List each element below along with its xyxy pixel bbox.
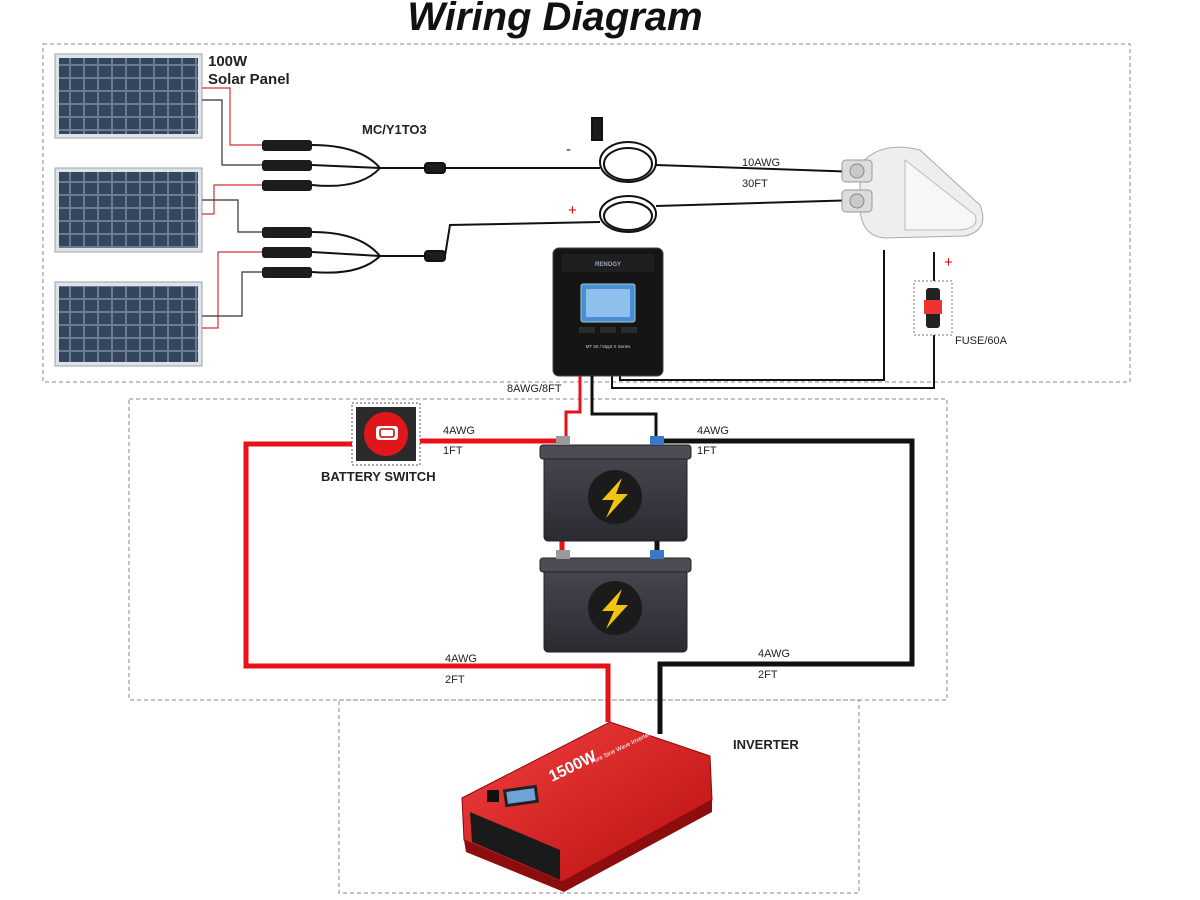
pv-cable-negative: [445, 117, 861, 183]
solar-panel-2: [54, 167, 203, 253]
pv-cable-length: 30FT: [742, 178, 768, 190]
controller-cable-label: 8AWG/8FT: [507, 383, 562, 395]
inverter-label: INVERTER: [733, 737, 799, 752]
battery-switch-label: BATTERY SWITCH: [321, 469, 436, 484]
controller-series: MT 50 / Mppt X Series: [586, 344, 631, 349]
inverter-positive-cable-length: 2FT: [445, 674, 465, 686]
inverter-positive-cable-gauge: 4AWG: [445, 653, 477, 665]
pv-cable-gauge: 10AWG: [742, 157, 780, 169]
battery-2: [539, 550, 692, 653]
fuse-positive-sign: +: [944, 254, 953, 271]
battery-switch-cable-length: 1FT: [443, 445, 463, 457]
solar-panel-3: [54, 281, 203, 367]
negative-battery-link-length: 1FT: [697, 445, 717, 457]
battery-switch-cable-gauge: 4AWG: [443, 425, 475, 437]
solar-panel-label-name: Solar Panel: [208, 71, 290, 88]
pv-negative-sign: -: [566, 141, 571, 158]
inverter-negative-cable-gauge: 4AWG: [758, 648, 790, 660]
inverter: 1500W Pure Sine Wave Inverter: [461, 721, 713, 892]
inverter-negative-cable-length: 2FT: [758, 669, 778, 681]
controller-battery-wires: [564, 376, 658, 440]
solar-panel-label-watt: 100W: [208, 53, 248, 70]
mc4-connectors: [262, 140, 312, 278]
solar-panel-1: [54, 53, 203, 139]
controller-brand: RENOGY: [595, 262, 621, 268]
fuse-60a: [913, 280, 953, 336]
negative-wire-main: [654, 438, 915, 734]
battery-1: [539, 436, 692, 542]
charge-controller: RENOGY MT 50 / Mppt X Series: [552, 247, 664, 377]
cable-entry-gland: [841, 146, 984, 239]
battery-switch: [351, 402, 421, 466]
diagram-title: Wiring Diagram: [407, 0, 702, 39]
branch-connector-label: MC/Y1TO3: [362, 122, 427, 137]
pv-cable-positive: [444, 195, 861, 257]
inverter-section-box: [338, 699, 860, 894]
y-branch-positive: [311, 231, 446, 274]
fuse-label: FUSE/60A: [955, 335, 1008, 347]
solar-section-box: [42, 43, 1131, 383]
y-branch-negative: [311, 144, 446, 187]
pv-positive-sign: +: [568, 202, 577, 219]
panel-leads: [202, 87, 262, 329]
negative-battery-link-gauge: 4AWG: [697, 425, 729, 437]
